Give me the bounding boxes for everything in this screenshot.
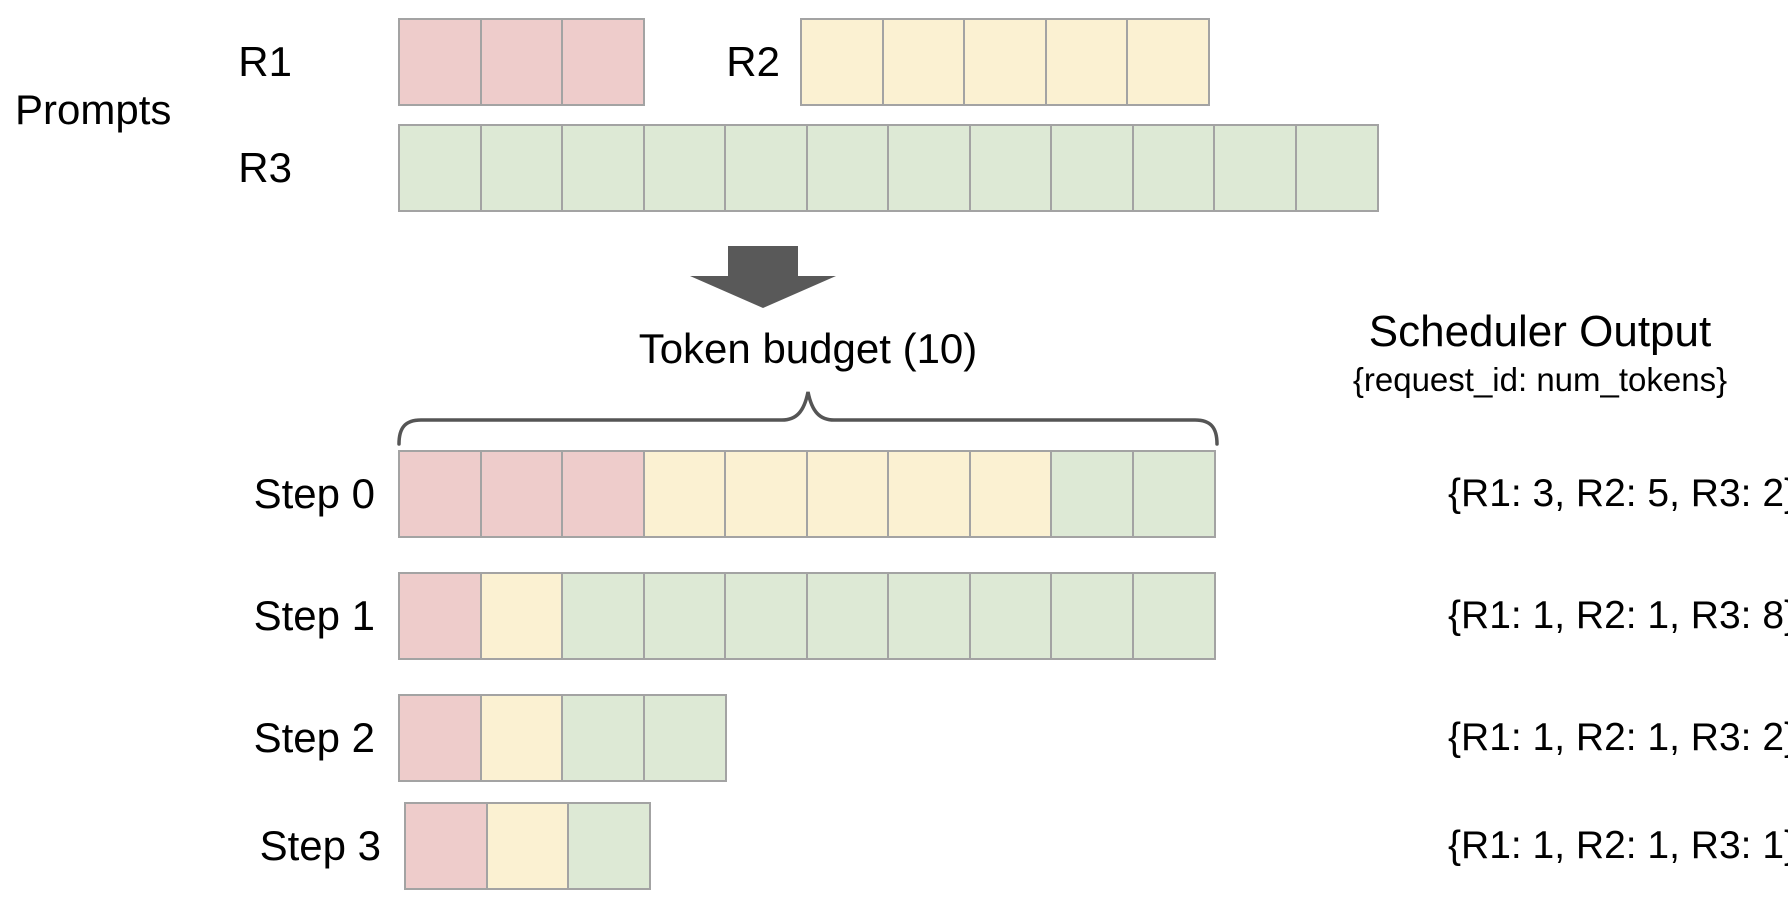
token-cell-r3 (805, 124, 890, 212)
token-cell-r2 (963, 18, 1047, 106)
token-cell-r3 (887, 572, 971, 660)
token-cell-r2 (800, 18, 884, 106)
step-0-scheduler-output: {R1: 3, R2: 5, R3: 2} (1448, 472, 1788, 515)
token-cell-r3 (1050, 572, 1134, 660)
prompt-row-r1 (398, 18, 645, 106)
token-cell-r3 (724, 124, 808, 212)
step-3-scheduler-output: {R1: 1, R2: 1, R3: 1} (1448, 824, 1788, 867)
token-cell-r3 (968, 124, 1053, 212)
step-3-row (404, 802, 651, 890)
prompt-row-r3 (398, 124, 1379, 212)
step-2-scheduler-output: {R1: 1, R2: 1, R3: 2} (1448, 716, 1788, 759)
token-cell-r1 (479, 450, 564, 538)
step-0-row (398, 450, 1216, 538)
token-cell-r3 (1213, 124, 1297, 212)
token-cell-r3 (567, 802, 651, 890)
token-cell-r1 (404, 802, 488, 890)
token-cell-r3 (642, 694, 727, 782)
step-0-label: Step 0 (253, 470, 375, 517)
token-cell-r1 (398, 572, 482, 660)
token-cell-r3 (642, 572, 727, 660)
token-cell-r1 (398, 18, 482, 106)
scheduler-output-subtitle: {request_id: num_tokens} (1352, 361, 1728, 398)
step-1-row (398, 572, 1216, 660)
token-cell-r3 (1131, 450, 1216, 538)
prompt-row-r2 (800, 18, 1210, 106)
token-cell-r3 (642, 124, 727, 212)
prompts-section-label: Prompts (15, 86, 172, 133)
token-cell-r1 (398, 450, 482, 538)
step-1-label: Step 1 (253, 592, 375, 639)
token-cell-r3 (398, 124, 482, 212)
token-cell-r1 (561, 18, 645, 106)
token-cell-r2 (1126, 18, 1210, 106)
token-cell-r2 (887, 450, 971, 538)
token-cell-r3 (887, 124, 971, 212)
token-cell-r2 (642, 450, 727, 538)
scheduler-output-title: Scheduler Output (1368, 307, 1712, 356)
request-label-r3: R3 (238, 144, 292, 191)
step-2-label: Step 2 (253, 714, 375, 761)
token-cell-r3 (1131, 572, 1216, 660)
token-cell-r3 (1050, 124, 1134, 212)
token-cell-r1 (398, 694, 482, 782)
token-budget-label: Token budget (10) (638, 325, 978, 372)
token-cell-r3 (1294, 124, 1379, 212)
token-cell-r3 (968, 572, 1053, 660)
token-cell-r3 (805, 572, 890, 660)
request-label-r2: R2 (726, 38, 780, 85)
token-cell-r2 (479, 572, 564, 660)
token-cell-r3 (479, 124, 564, 212)
token-cell-r3 (1050, 450, 1134, 538)
token-cell-r2 (881, 18, 966, 106)
token-cell-r3 (561, 694, 645, 782)
token-budget-brace-icon (397, 391, 1219, 446)
token-cell-r1 (479, 18, 564, 106)
step-3-label: Step 3 (259, 822, 381, 869)
token-cell-r2 (724, 450, 808, 538)
token-cell-r2 (479, 694, 564, 782)
token-cell-r2 (805, 450, 890, 538)
token-cell-r2 (968, 450, 1053, 538)
token-cell-r3 (724, 572, 808, 660)
step-2-row (398, 694, 727, 782)
token-cell-r2 (1044, 18, 1129, 106)
step-1-scheduler-output: {R1: 1, R2: 1, R3: 8} (1448, 594, 1788, 637)
token-cell-r3 (1131, 124, 1216, 212)
token-cell-r1 (561, 450, 645, 538)
token-cell-r2 (485, 802, 570, 890)
token-cell-r3 (561, 572, 645, 660)
request-label-r1: R1 (238, 38, 292, 85)
token-cell-r3 (561, 124, 645, 212)
down-arrow-icon (690, 246, 836, 308)
